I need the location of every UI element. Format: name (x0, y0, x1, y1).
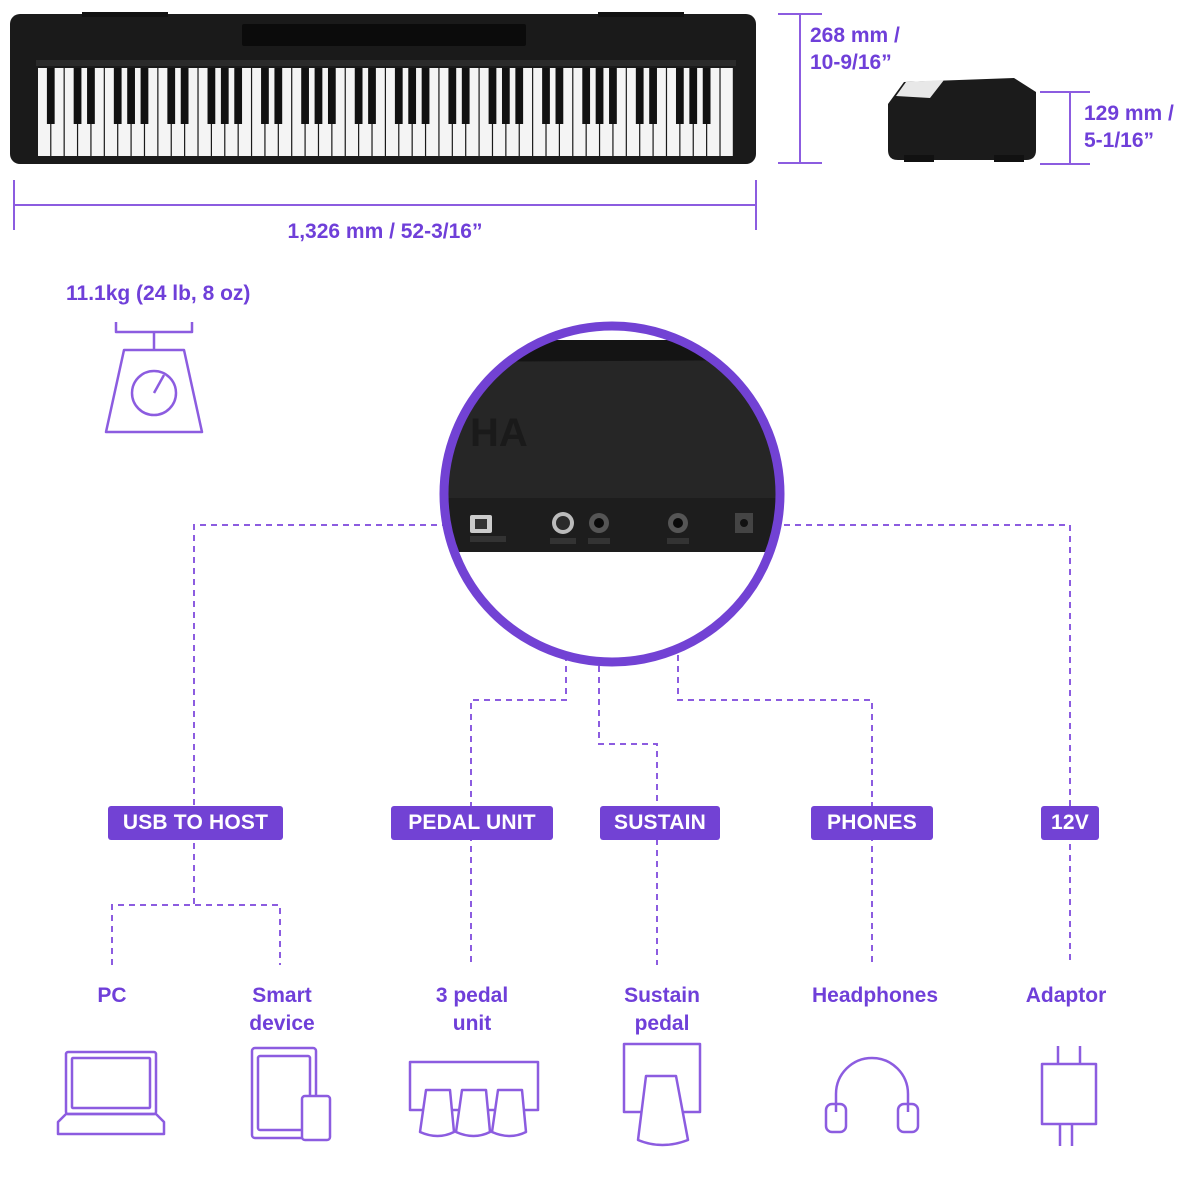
black-key (274, 68, 283, 124)
pedal-unit-icon (408, 1060, 540, 1138)
device-label-pc: PC (97, 984, 127, 1007)
svg-text:HA: HA (470, 411, 528, 455)
badge-usb-to-host: USB TO HOST (108, 806, 283, 840)
black-key (635, 68, 644, 124)
depth-line-2: 10-9/16” (810, 51, 892, 74)
piano-keys (38, 68, 733, 156)
device-label-3-pedal-unit: 3 pedal unit (435, 984, 509, 1035)
black-key (220, 68, 229, 124)
height-dimension-line (1040, 91, 1090, 165)
black-key (46, 68, 55, 124)
black-key (421, 68, 430, 124)
device-label-smart-device: Smart device (249, 984, 315, 1035)
black-key (73, 68, 82, 124)
black-key (689, 68, 698, 124)
black-key (595, 68, 604, 124)
piano-top-view (10, 12, 756, 164)
black-key (555, 68, 564, 124)
sustain-pedal-icon (622, 1042, 702, 1147)
badge-pedal-unit: PEDAL UNIT (391, 806, 553, 840)
badge-phones: PHONES (811, 806, 933, 840)
width-dimension-line (13, 180, 757, 230)
badge-12v: 12V (1041, 806, 1099, 840)
black-key (582, 68, 591, 124)
laptop-icon (56, 1050, 166, 1136)
headphones-icon (824, 1056, 920, 1134)
black-key (167, 68, 176, 124)
black-key (448, 68, 457, 124)
black-key (207, 68, 216, 124)
black-key (127, 68, 135, 124)
black-key (368, 68, 376, 124)
black-key (180, 68, 189, 124)
black-key (488, 68, 497, 124)
device-label-adaptor: Adaptor (1025, 984, 1107, 1007)
depth-label: 268 mm / 10-9/16” (810, 22, 900, 76)
black-key (408, 68, 417, 124)
black-key (314, 68, 323, 124)
black-key (515, 68, 524, 124)
black-key (649, 68, 657, 124)
height-line-1: 129 mm / (1084, 102, 1174, 125)
height-label: 129 mm / 5-1/16” (1084, 100, 1174, 154)
black-key (87, 68, 95, 124)
black-key (113, 68, 122, 124)
depth-line-1: 268 mm / (810, 24, 900, 47)
black-key (609, 68, 617, 124)
black-key (461, 68, 470, 124)
depth-dimension-line (778, 13, 822, 164)
black-key (327, 68, 336, 124)
black-key (301, 68, 309, 124)
badge-sustain: SUSTAIN (600, 806, 720, 840)
tablet-phone-icon (250, 1046, 332, 1142)
width-label: 1,326 mm / 52-3/16” (287, 220, 483, 243)
black-key (394, 68, 403, 124)
white-key (720, 68, 733, 156)
black-key (261, 68, 269, 124)
height-line-2: 5-1/16” (1084, 129, 1155, 152)
black-key (234, 68, 243, 124)
scale-icon (104, 322, 204, 434)
device-label-sustain-pedal: Sustain pedal (624, 984, 700, 1035)
black-key (501, 68, 510, 124)
black-key (140, 68, 149, 124)
black-key (354, 68, 363, 124)
black-key (542, 68, 550, 124)
black-key (702, 68, 711, 124)
black-key (675, 68, 684, 124)
rear-panel-zoom: HA (439, 321, 785, 667)
adaptor-icon (1040, 1046, 1098, 1146)
piano-side-view (888, 78, 1036, 162)
weight-label: 11.1kg (24 lb, 8 oz) (66, 282, 251, 305)
device-label-headphones: Headphones (811, 984, 939, 1007)
